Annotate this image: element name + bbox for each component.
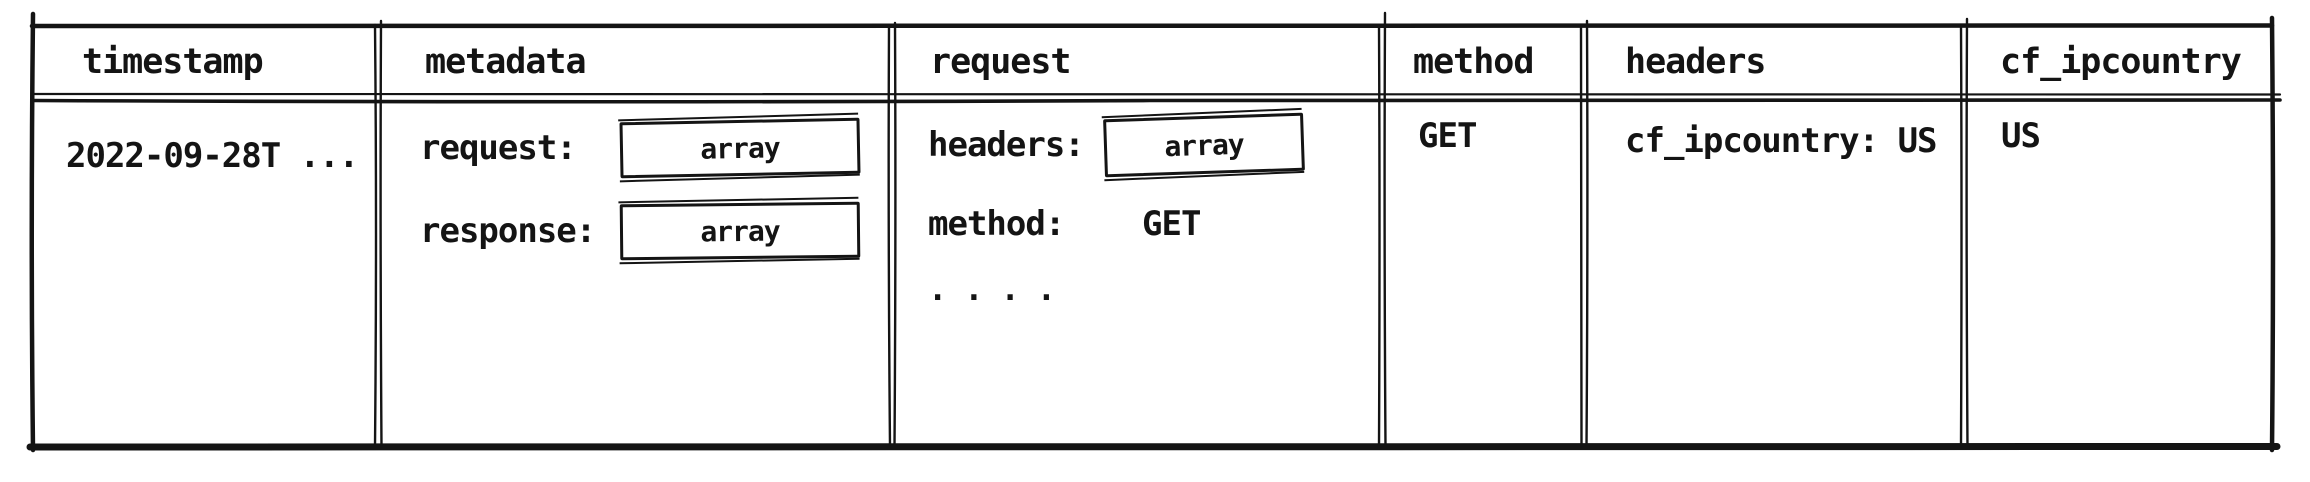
array-badge-label: array [1163, 127, 1245, 163]
column-header-cf-ipcountry: cf_ipcountry [2000, 25, 2242, 99]
column-header-label: cf_ipcountry [2000, 42, 2242, 82]
column-header-metadata: metadata [425, 25, 587, 99]
field-key: request: [420, 128, 577, 168]
ellipsis-indicator: .... [928, 270, 1074, 308]
field-key: method: [928, 204, 1065, 244]
request-field-headers: headers: array [928, 112, 1383, 178]
field-key: headers: [928, 125, 1085, 165]
request-field-method: method: GET [928, 204, 1383, 244]
timestamp-value: 2022-09-28T ... [66, 136, 359, 176]
cell-method: GET [1383, 100, 1585, 447]
array-badge: array [1103, 112, 1305, 178]
column-header-method: method [1413, 25, 1534, 99]
metadata-field-response: response: array [420, 201, 893, 261]
method-value: GET [1418, 116, 1477, 156]
column-header-label: timestamp [82, 42, 264, 82]
cell-metadata: request: array response: array [378, 100, 893, 447]
cell-headers: cf_ipcountry: US [1585, 100, 1965, 447]
cf-ipcountry-value: US [2001, 116, 2041, 156]
field-value: GET [1142, 204, 1201, 244]
field-key: response: [420, 211, 596, 251]
array-badge-label: array [700, 214, 780, 248]
array-badge: array [619, 117, 861, 179]
cell-cf-ipcountry: US [1965, 100, 2272, 447]
cell-timestamp: 2022-09-28T ... [32, 100, 378, 447]
cell-request: headers: array method: GET .... [893, 100, 1383, 447]
metadata-field-request: request: array [420, 117, 893, 179]
headers-value: cf_ipcountry: US [1625, 121, 1938, 161]
column-header-headers: headers [1625, 25, 1767, 99]
column-header-label: request [930, 42, 1072, 82]
column-header-request: request [930, 25, 1072, 99]
array-badge-label: array [700, 130, 780, 166]
column-header-timestamp: timestamp [82, 25, 264, 99]
column-header-label: headers [1625, 42, 1767, 82]
array-badge: array [619, 201, 861, 261]
column-header-label: metadata [425, 42, 587, 82]
column-header-label: method [1413, 42, 1534, 82]
